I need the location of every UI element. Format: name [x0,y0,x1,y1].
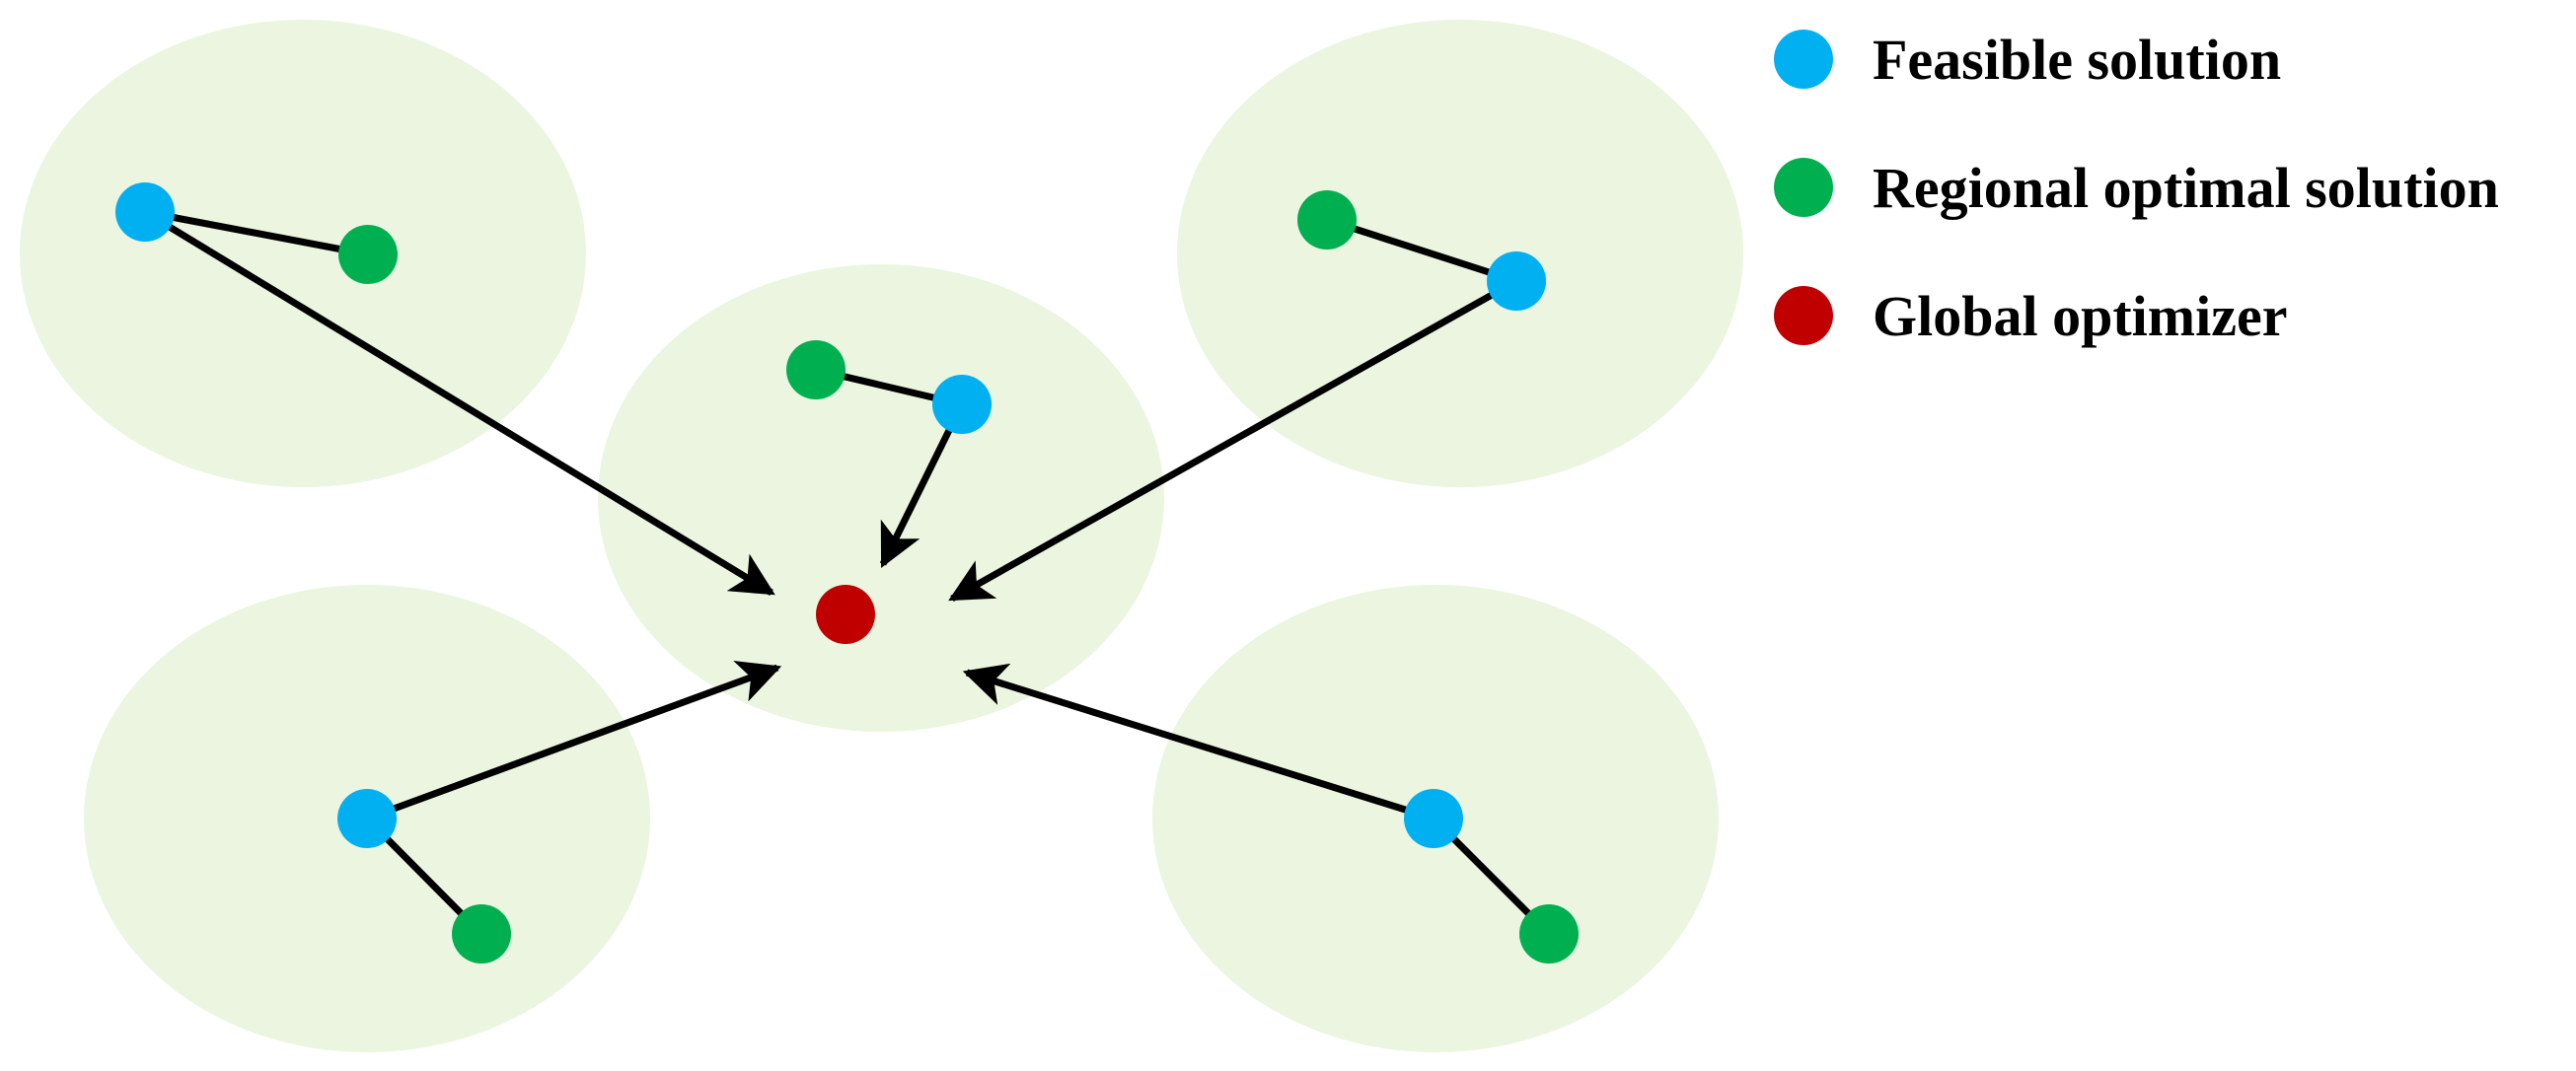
regional-optimal-point [452,904,511,964]
regional-optimal-point [338,225,398,284]
legend-swatch-regional-optimal [1774,158,1833,217]
regional-optimal-point [1519,904,1579,964]
regional-optimal-point [786,340,846,399]
arrow-from-bottom-left [365,661,782,822]
legend-item-feasible: Feasible solution [1774,28,2281,92]
legend-item-regional-optimal: Regional optimal solution [1774,156,2499,220]
feasible-point [1404,789,1463,848]
regions [20,20,1743,1052]
legend-label-feasible: Feasible solution [1873,28,2281,92]
arrow-from-top-right [948,277,1518,603]
global-optimizer-point [816,585,875,644]
legend-item-global: Global optimizer [1774,284,2287,348]
region-center [598,264,1164,732]
legend-label-global: Global optimizer [1873,284,2287,348]
legend-swatch-global [1774,286,1833,345]
feasible-point [337,789,397,848]
feasible-point [115,182,175,242]
arrow-from-top-left [143,209,775,596]
region-top-left [20,20,586,487]
link-top-right [1323,216,1520,285]
points [115,182,1579,964]
feasible-point [932,375,992,434]
legend-label-regional-optimal: Regional optimal solution [1873,156,2499,220]
arrow-from-bottom-right [962,663,1435,822]
legend-swatch-feasible [1774,30,1833,89]
global-arrows [143,209,1518,822]
regional-optimal-point [1297,190,1357,250]
link-top-left [141,208,372,258]
legend: Feasible solution Regional optimal solut… [1774,28,2499,348]
arrow-from-center [879,402,966,568]
region-top-right [1177,20,1743,487]
feasible-point [1487,251,1546,311]
